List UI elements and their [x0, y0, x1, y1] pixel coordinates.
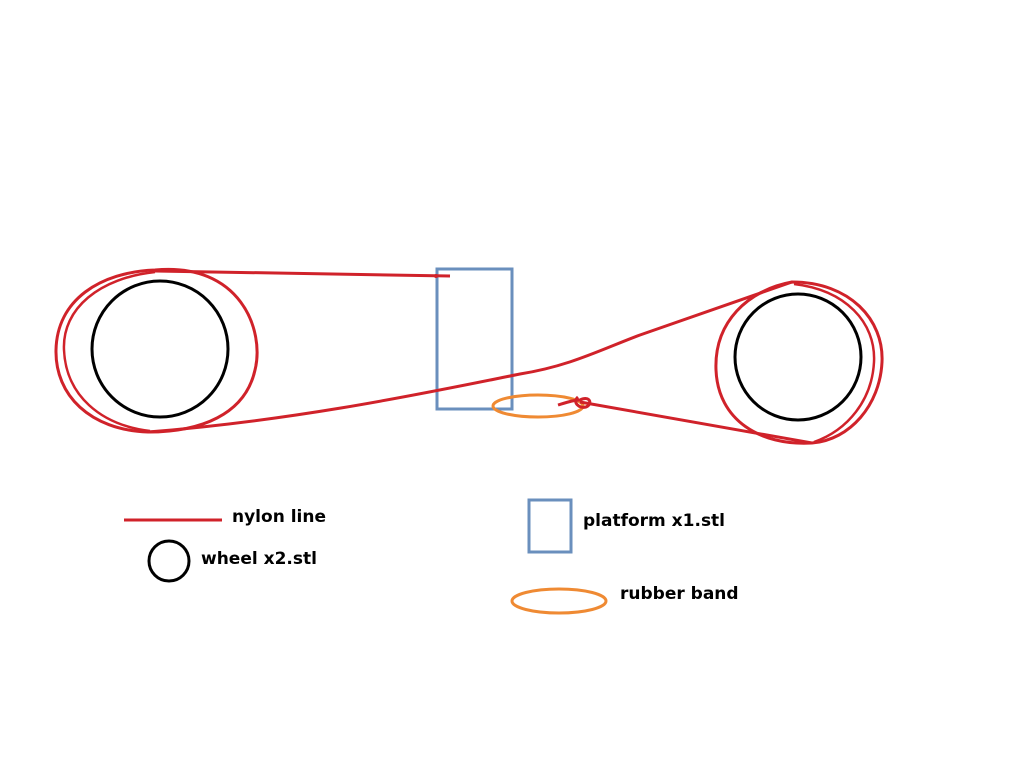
platform-rect [435, 267, 514, 411]
nylon-lower-right-line [579, 400, 813, 445]
nylon-knot-loop [557, 395, 592, 409]
legend-wheel-swatch [147, 539, 191, 583]
legend-rubber-band-label: rubber band [620, 584, 739, 604]
nylon-loop-left-inner [62, 270, 156, 433]
nylon-knot-platform [434, 274, 438, 278]
left-wheel [90, 279, 230, 419]
legend-platform-label: platform x1.stl [583, 511, 726, 531]
nylon-loop-right-inner [793, 282, 876, 444]
rubber-band-ellipse [491, 393, 585, 419]
nylon-cross-line [147, 280, 793, 434]
legend-wheel-label: wheel x2.stl [201, 549, 317, 569]
legend-nylon-line-label: nylon line [232, 507, 326, 527]
right-wheel [733, 292, 863, 422]
legend-platform-swatch [527, 498, 573, 554]
legend-rubber-band-swatch [510, 587, 608, 615]
nylon-top-line [154, 269, 451, 278]
